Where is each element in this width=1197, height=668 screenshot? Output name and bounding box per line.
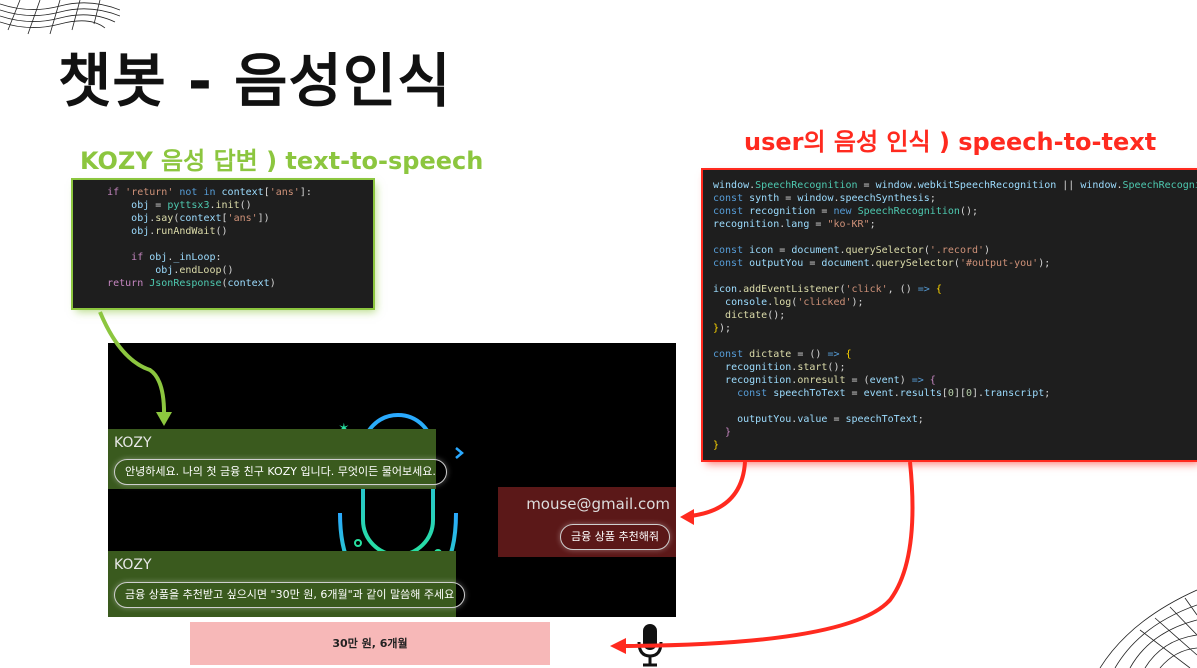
bot-message-text: 안녕하세요. 나의 첫 금융 친구 KOZY 입니다. 무엇이든 물어보세요. xyxy=(114,459,447,485)
record-mic-icon[interactable] xyxy=(636,624,664,668)
bot-message-2: KOZY 금융 상품을 추천받고 싶으시면 "30만 원, 6개월"과 같이 말… xyxy=(108,551,466,617)
bot-name: KOZY xyxy=(114,557,152,573)
stt-heading: user의 음성 인식 ) speech-to-text xyxy=(744,128,1157,156)
bot-message-text: 금융 상품을 추천받고 싶으시면 "30만 원, 6개월"과 같이 말씀해 주세… xyxy=(114,582,466,608)
user-email: mouse@gmail.com xyxy=(526,495,670,513)
decorative-wave-bottom-right xyxy=(1099,589,1197,668)
tts-code-snippet: if 'return' not in context['ans']: obj =… xyxy=(73,180,373,308)
page-title: 챗봇 - 음성인식 xyxy=(58,47,452,115)
stt-code-snippet: window.SpeechRecognition = window.webkit… xyxy=(703,170,1197,460)
user-message: mouse@gmail.com 금융 상품 추천해줘 xyxy=(498,487,676,557)
tts-heading: KOZY 음성 답변 ) text-to-speech xyxy=(80,147,484,175)
bot-name: KOZY xyxy=(114,435,152,451)
bot-message-1: KOZY 안녕하세요. 나의 첫 금융 친구 KOZY 입니다. 무엇이든 물어… xyxy=(108,429,447,489)
user-message-text: 금융 상품 추천해줘 xyxy=(560,524,670,550)
chat-window: ✶ KOZY 안녕하세요. 나의 첫 금융 친구 KOZY 입니다. 무엇이든 … xyxy=(108,343,676,617)
decorative-wave-top-left xyxy=(0,0,120,35)
speech-output-input[interactable]: 30만 원, 6개월 xyxy=(190,622,550,665)
